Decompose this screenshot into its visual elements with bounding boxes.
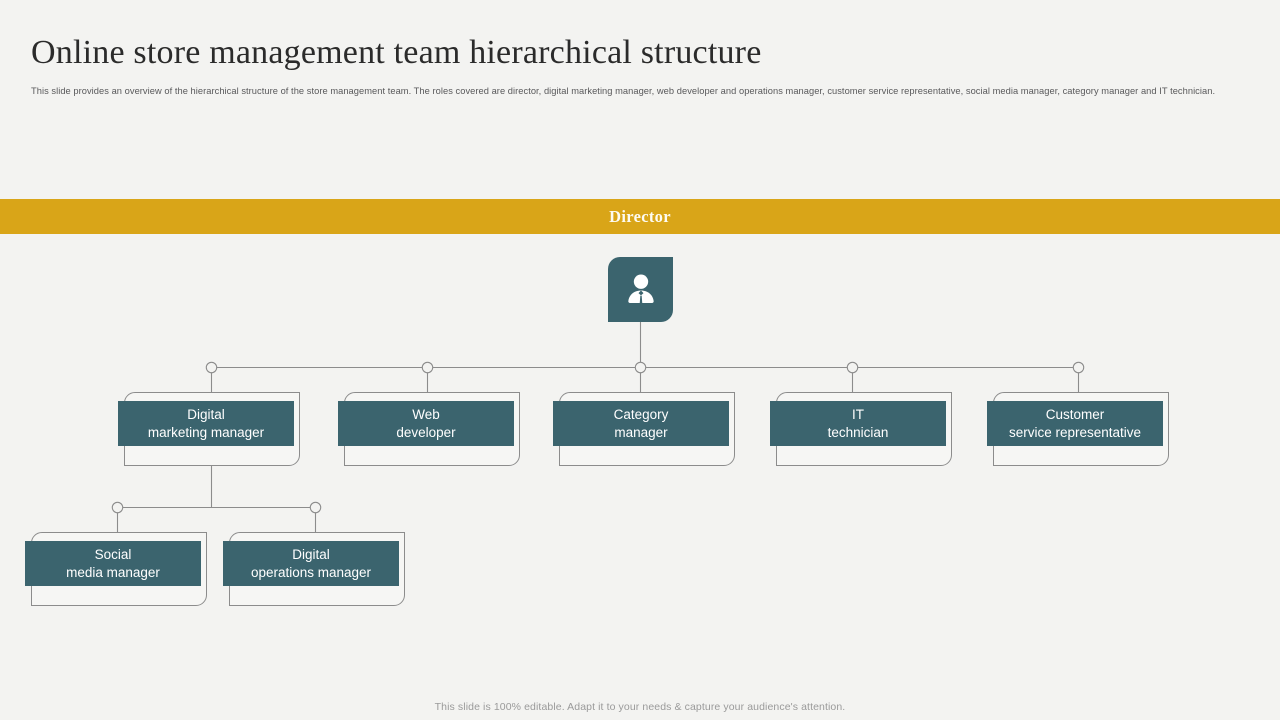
- org-node-label: Web developer: [396, 406, 456, 440]
- node-fill: Digital marketing manager: [118, 401, 294, 446]
- org-node-it-technician[interactable]: IT technician: [770, 392, 952, 466]
- org-node-social-media-manager[interactable]: Social media manager: [25, 532, 207, 606]
- director-banner: Director: [0, 199, 1280, 234]
- node-fill: Web developer: [338, 401, 514, 446]
- org-node-label: Digital operations manager: [250, 546, 372, 580]
- connector-node-web-developer: [421, 361, 434, 374]
- node-fill: Digital operations manager: [223, 541, 399, 586]
- org-node-digital-operations-manager[interactable]: Digital operations manager: [223, 532, 405, 606]
- connector-node-digital-operations-manager: [309, 501, 322, 514]
- connector-node-category-manager: [634, 361, 647, 374]
- node-fill: IT technician: [770, 401, 946, 446]
- org-node-label: Digital marketing manager: [147, 406, 265, 440]
- director-avatar[interactable]: [608, 257, 673, 322]
- connector-node-customer-service-representative: [1072, 361, 1085, 374]
- org-node-label: IT technician: [827, 406, 889, 440]
- org-node-label: Social media manager: [66, 546, 160, 580]
- org-node-category-manager[interactable]: Category manager: [553, 392, 735, 466]
- org-node-customer-service-representative[interactable]: Customer service representative: [987, 392, 1169, 466]
- person-avatar-icon: [627, 274, 654, 303]
- org-node-label: Category manager: [613, 406, 669, 440]
- org-node-web-developer[interactable]: Web developer: [338, 392, 520, 466]
- node-fill: Category manager: [553, 401, 729, 446]
- connector-node-digital-marketing-manager: [205, 361, 218, 374]
- page-title: Online store management team hierarchica…: [31, 34, 762, 71]
- node-fill: Customer service representative: [987, 401, 1163, 446]
- org-node-digital-marketing-manager[interactable]: Digital marketing manager: [118, 392, 300, 466]
- footer-note: This slide is 100% editable. Adapt it to…: [434, 701, 846, 713]
- connector-node-social-media-manager: [111, 501, 124, 514]
- connector-node-it-technician: [846, 361, 859, 374]
- director-banner-label: Director: [609, 206, 671, 226]
- org-node-label: Customer service representative: [1008, 406, 1142, 440]
- node-fill: Social media manager: [25, 541, 201, 586]
- slide-description: This slide provides an overview of the h…: [31, 86, 1216, 96]
